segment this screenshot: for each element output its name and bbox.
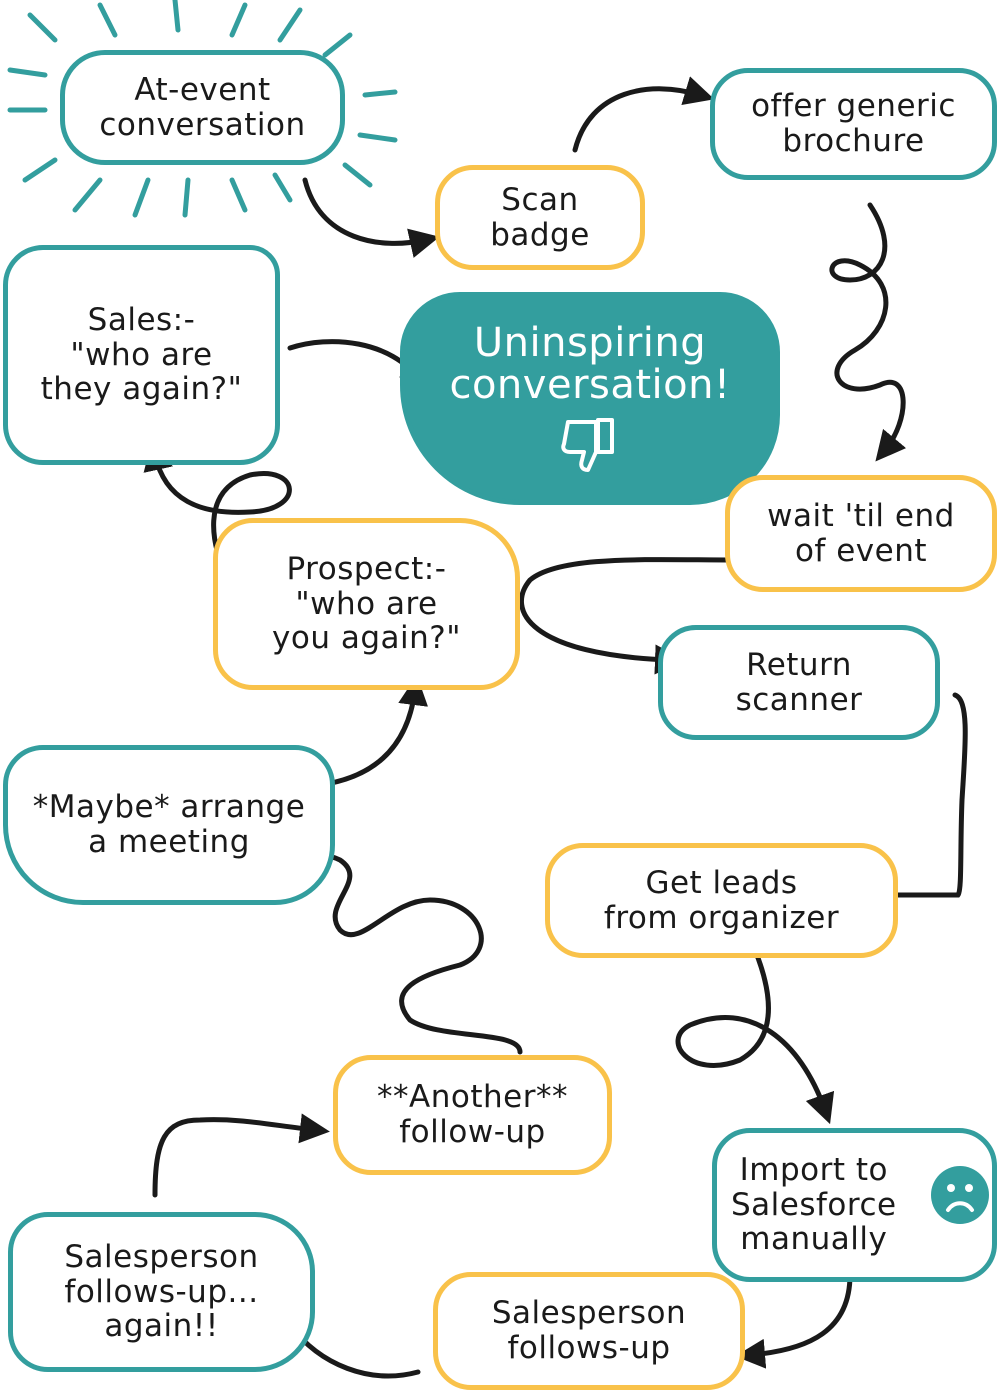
arrow-import-to-follows	[735, 1272, 853, 1369]
node-at-event-conversation: At-event conversation	[60, 50, 345, 165]
node-get-leads-from-organizer: Get leads from organizer	[545, 843, 898, 958]
node-scan-badge: Scan badge	[435, 165, 645, 270]
arrow-brochure-to-wait	[829, 202, 907, 462]
arrow-return-to-getleads	[835, 692, 968, 910]
node-return-scanner: Return scanner	[658, 625, 940, 740]
arrow-wait-to-return	[519, 557, 738, 675]
node-maybe-arrange-meeting: *Maybe* arrange a meeting	[3, 745, 335, 905]
arrow-prospect-to-sales	[143, 440, 292, 588]
import-label: Import to Salesforce manually	[731, 1151, 897, 1258]
node-salesperson-follows-up: Salesperson follows-up	[433, 1272, 745, 1390]
arrow-at-event-to-scan	[302, 177, 440, 258]
sunburst-rays	[7, 0, 398, 218]
node-prospect-who-are-you: Prospect:- "who are you again?"	[213, 518, 520, 690]
arrow-again-to-another	[152, 1113, 330, 1198]
node-sales-who-are-they: Sales:- "who are they again?"	[3, 245, 280, 465]
node-uninspiring-conversation: Uninspiring conversation!	[400, 292, 780, 505]
node-offer-generic-brochure: offer generic brochure	[710, 68, 997, 180]
thumbs-down-icon	[561, 417, 614, 472]
sad-face-icon	[931, 1166, 989, 1224]
arrow-scan-to-brochure	[572, 76, 715, 153]
node-wait-til-end-of-event: wait 'til end of event	[725, 475, 997, 592]
arrow-maybe-to-prospect	[317, 675, 429, 788]
arrow-another-to-maybe	[255, 844, 523, 1055]
node-salesperson-follows-up-again: Salesperson follows-up... again!!	[8, 1212, 315, 1372]
uninspiring-label: Uninspiring conversation!	[449, 319, 731, 408]
node-another-follow-up: **Another** follow-up	[333, 1055, 612, 1175]
arrow-getleads-to-import	[675, 947, 835, 1125]
